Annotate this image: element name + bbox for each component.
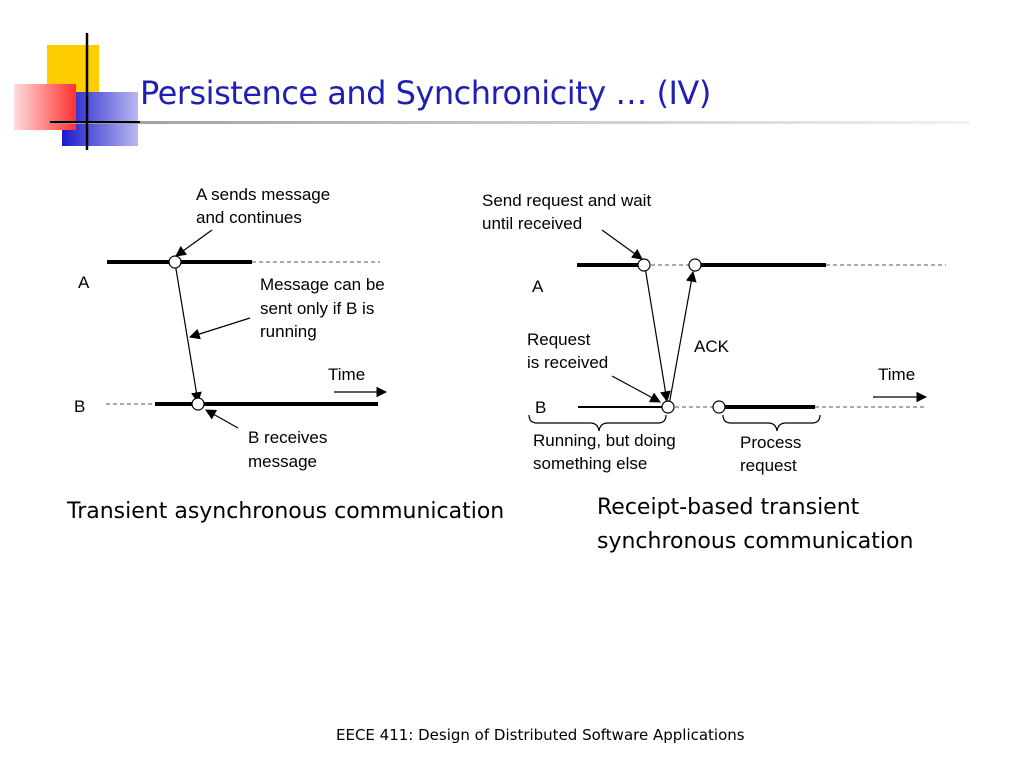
send-note-line2: and continues (196, 208, 302, 227)
footer: EECE 411: Design of Distributed Software… (336, 726, 745, 744)
request-note-line1: Request (527, 330, 591, 349)
send-note-line1: Send request and wait (482, 191, 651, 210)
request-note-line2: is received (527, 353, 608, 372)
send-note-line2: until received (482, 214, 582, 233)
request-received-dot (661, 400, 675, 414)
process-b-label: B (74, 397, 85, 416)
condition-line3: running (260, 322, 317, 341)
time-label: Time (878, 365, 915, 384)
condition-line1: Message can be (260, 275, 385, 294)
process-a-label: A (532, 277, 544, 296)
condition-pointer (188, 317, 251, 340)
send-event-dot (637, 258, 651, 272)
ack-label: ACK (694, 337, 730, 356)
send-note-pointer (601, 229, 643, 260)
time-label: Time (328, 365, 365, 384)
process-brace (722, 414, 821, 432)
message-arrow (174, 262, 202, 404)
left-diagram: A B A sends message and continues Messag… (74, 185, 388, 471)
corner-decoration (14, 33, 970, 150)
title-underline (50, 121, 970, 124)
request-note-pointer (611, 375, 661, 403)
ack-arrow (668, 270, 697, 406)
request-arrow (644, 266, 671, 403)
process-start-dot (712, 400, 726, 414)
right-caption-line1: Receipt-based transient (597, 495, 860, 520)
send-event-dot (168, 255, 182, 269)
process-line1: Process (740, 433, 801, 452)
process-line2: request (740, 456, 797, 475)
receive-note-pointer (205, 409, 239, 429)
running-brace (528, 414, 667, 432)
condition-line2: sent only if B is (260, 299, 374, 318)
right-diagram: A B Send request and wait until received… (482, 191, 946, 475)
page-title: Persistence and Synchronicity … (IV) (140, 74, 711, 112)
running-line1: Running, but doing (533, 431, 676, 450)
running-line2: something else (533, 454, 647, 473)
process-b-label: B (535, 398, 546, 417)
right-caption-line2: synchronous communication (597, 529, 914, 554)
send-note-pointer (175, 229, 213, 257)
process-a-label: A (78, 273, 90, 292)
receive-event-dot (191, 397, 205, 411)
receive-note-line1: B receives (248, 428, 327, 447)
send-note-line1: A sends message (196, 185, 330, 204)
ack-received-dot (688, 258, 702, 272)
left-caption: Transient asynchronous communication (67, 499, 505, 524)
receive-note-line2: message (248, 452, 317, 471)
